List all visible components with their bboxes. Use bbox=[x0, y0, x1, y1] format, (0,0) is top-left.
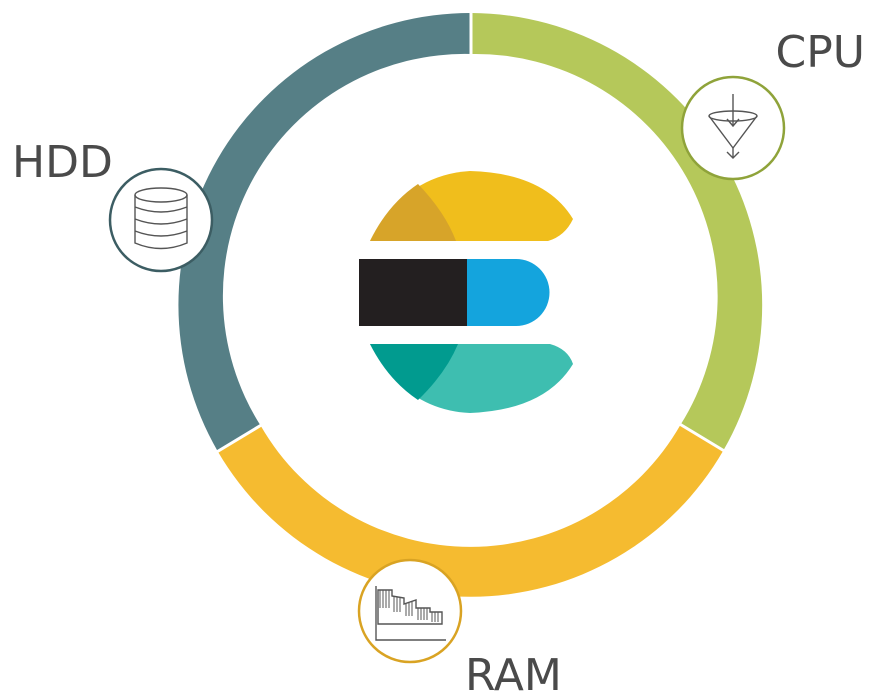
logo-top-segment bbox=[370, 171, 573, 241]
elasticsearch-logo bbox=[359, 171, 573, 413]
label-cpu: CPU bbox=[776, 27, 865, 78]
hdd-icon-badge bbox=[108, 167, 214, 273]
ring-segment-hdd bbox=[178, 12, 472, 452]
database-icon bbox=[134, 187, 188, 250]
label-hdd: HDD bbox=[12, 137, 113, 188]
ring-segment-ram bbox=[217, 424, 724, 597]
ring-separator-left bbox=[214, 422, 264, 455]
cpu-icon-badge bbox=[680, 75, 786, 181]
logo-middle-segment bbox=[359, 259, 550, 326]
ring-separator-right bbox=[677, 421, 727, 454]
memory-chart-hatching bbox=[379, 590, 439, 622]
memory-chart-icon bbox=[375, 586, 446, 641]
funnel-icon bbox=[708, 94, 758, 159]
logo-bottom-segment bbox=[370, 344, 573, 413]
ram-icon-badge bbox=[357, 558, 463, 664]
label-ram: RAM bbox=[465, 650, 562, 697]
